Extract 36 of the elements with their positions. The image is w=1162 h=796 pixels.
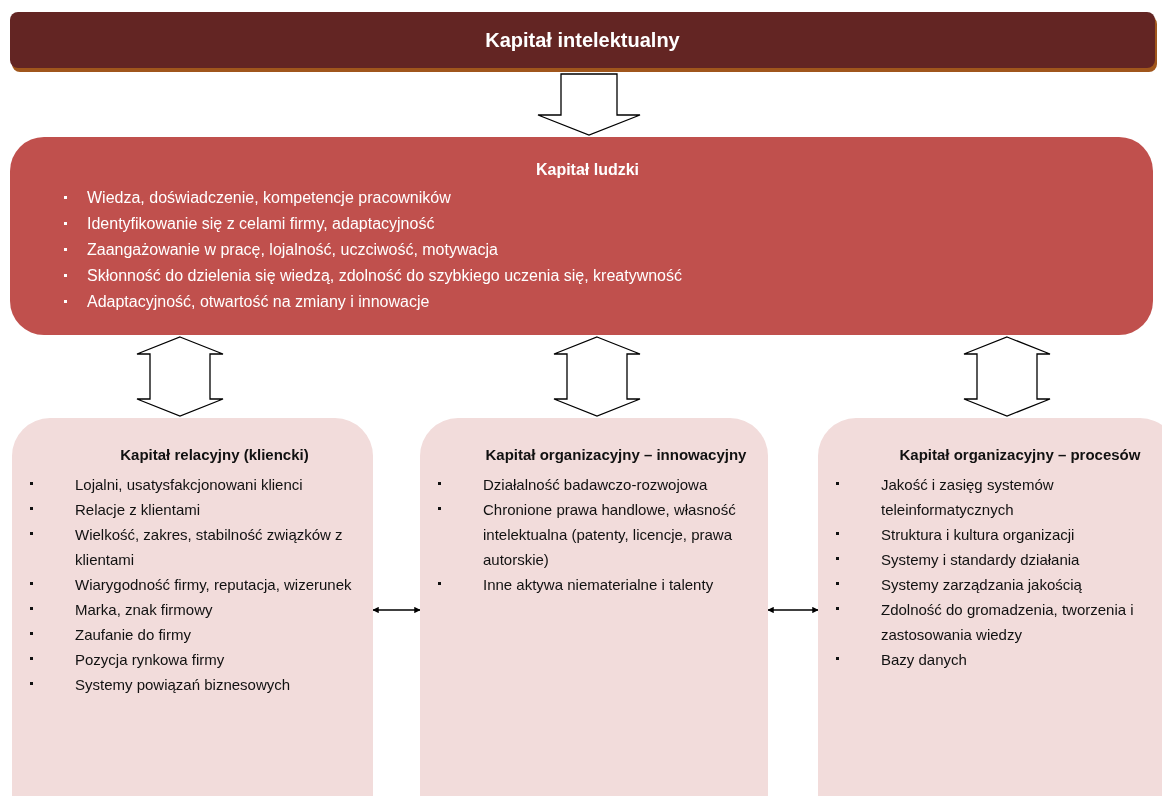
block-arrow: [553, 336, 641, 417]
double-arrow: [767, 606, 819, 614]
panel-heading: Kapitał organizacyjny – innowacyjny: [484, 445, 748, 465]
bullet-item: Bazy danych: [834, 647, 1162, 672]
block-arrow: [136, 336, 224, 417]
bullet-item: Identyfikowanie się z celami firmy, adaptacyjność: [62, 211, 1113, 237]
bullet-item: Chronione prawa handlowe, własność intelektualna (patenty, licencje, prawa autorskie): [436, 497, 752, 572]
bullet-item: Relacje z klientami: [28, 497, 357, 522]
double-arrow: [372, 606, 421, 614]
bullet-item: Pozycja rynkowa firmy: [28, 647, 357, 672]
bullet-item: Jakość i zasięg systemów teleinformatycznych: [834, 472, 1162, 522]
panel-heading: Kapitał ludzki: [534, 160, 641, 180]
bullet-item: Systemy i standardy działania: [834, 547, 1162, 572]
bullet-item: Zaangażowanie w pracę, lojalność, uczciwość, motywacja: [62, 237, 1113, 263]
panel-heading: Kapitał relacyjny (kliencki): [119, 445, 310, 465]
bullet-item: Marka, znak firmowy: [28, 597, 357, 622]
category-panel: [420, 418, 768, 796]
bullet-item: Zdolność do gromadzenia, tworzenia i zastosowania wiedzy: [834, 597, 1162, 647]
bullet-item: Wielkość, zakres, stabilność związków z klientami: [28, 522, 357, 572]
bullet-item: Systemy powiązań biznesowych: [28, 672, 357, 697]
banner-title: Kapitał intelektualny: [485, 28, 680, 52]
bullet-item: Lojalni, usatysfakcjonowani klienci: [28, 472, 357, 497]
bullet-item: Wiedza, doświadczenie, kompetencje pracowników: [62, 185, 1113, 211]
bullet-item: Skłonność do dzielenia się wiedzą, zdolność do szybkiego uczenia się, kreatywność: [62, 263, 1113, 289]
bullet-item: Działalność badawczo-rozwojowa: [436, 472, 752, 497]
bullet-item: Inne aktywa niematerialne i talenty: [436, 572, 752, 597]
bullet-item: Zaufanie do firmy: [28, 622, 357, 647]
bullet-item: Wiarygodność firmy, reputacja, wizerunek: [28, 572, 357, 597]
category-panel: [818, 418, 1162, 796]
category-panel: [10, 137, 1153, 335]
panel-heading: Kapitał organizacyjny – procesów: [898, 445, 1142, 465]
bullet-item: Struktura i kultura organizacji: [834, 522, 1162, 547]
bullet-item: Adaptacyjność, otwartość na zmiany i innowacje: [62, 289, 1113, 315]
category-panel: [12, 418, 373, 796]
block-arrow: [963, 336, 1051, 417]
bullet-item: Systemy zarządzania jakością: [834, 572, 1162, 597]
